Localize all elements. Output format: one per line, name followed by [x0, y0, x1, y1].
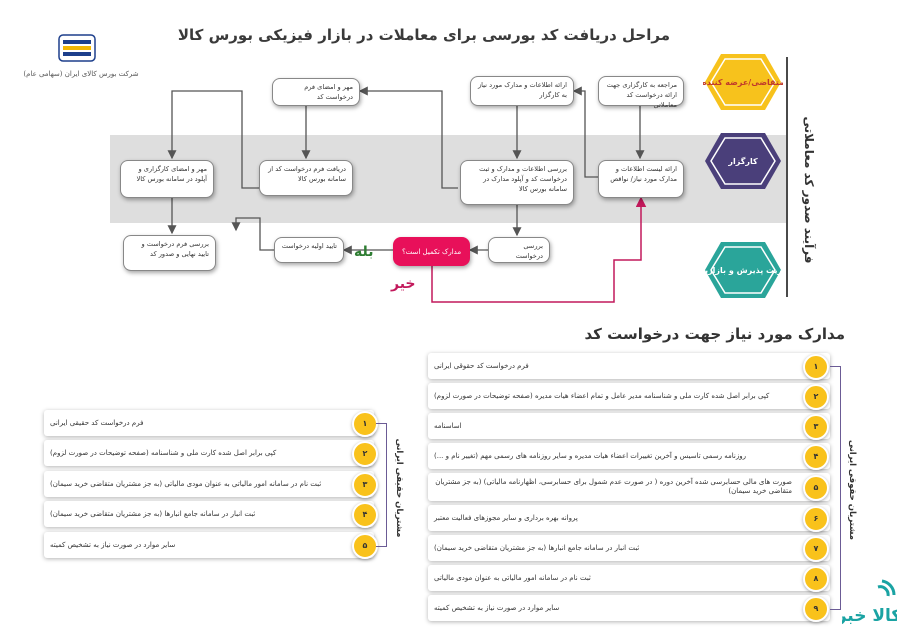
- legal-doc-number: ۱: [803, 354, 829, 380]
- real-doc-item: ثبت نام در سامانه امور مالیاتی به عنوان …: [44, 471, 374, 497]
- ime-logo: [58, 34, 96, 62]
- actor-broker-label: کارگزار: [727, 156, 758, 166]
- step-list-shortcomings: ارائه لیست اطلاعات و مدارک مورد نیاز/ نو…: [598, 160, 684, 198]
- real-bracket: [376, 423, 387, 547]
- real-doc-text: فرم درخواست کد حقیقی ایرانی: [50, 418, 144, 427]
- legal-group-text: مشتریان حقوقی ایرانی: [847, 440, 857, 540]
- arrow-n4-n2: [572, 86, 598, 178]
- legal-doc-number: ۴: [803, 444, 829, 470]
- yes-label: بله: [354, 244, 374, 260]
- legal-doc-text: ثبت نام در سامانه امور مالیاتی به عنوان …: [434, 573, 591, 582]
- process-side-label: فرآیند صدور کد معاملاتی: [775, 90, 835, 290]
- legal-doc-number: ۳: [803, 414, 829, 440]
- actor-admission-label: مدیریت پذیرش و بازاریابی: [703, 266, 783, 276]
- step-initial-approval: تایید اولیه درخواست: [274, 237, 344, 263]
- step-broker-stamp: مهر و امضای کارگزاری و آپلود در سامانه ب…: [120, 160, 214, 198]
- real-doc-number: ۵: [352, 533, 378, 559]
- arrow-n6-n7: [167, 90, 259, 189]
- legal-doc-text: سایر موارد در صورت نیاز به تشخیص کمیته: [434, 603, 560, 612]
- kala-khabar-watermark: کالا خبر: [836, 575, 900, 633]
- step-receive-form: دریافت فرم درخواست کد از سامانه بورس کال…: [259, 160, 353, 196]
- actor-admission-hex: مدیریت پذیرش و بازاریابی: [691, 240, 795, 300]
- process-side-text: فرآیند صدور کد معاملاتی: [801, 116, 817, 263]
- legal-doc-text: روزنامه رسمی تاسیس و آخرین تغییرات اعضاء…: [434, 451, 746, 460]
- real-doc-item: سایر موارد در صورت نیاز به تشخیص کمیته: [44, 532, 374, 558]
- real-doc-number: ۱: [352, 411, 378, 437]
- legal-doc-item: فرم درخواست کد حقوقی ایرانی: [428, 353, 830, 379]
- legal-group-label: مشتریان حقوقی ایرانی: [838, 430, 862, 550]
- decision-docs-complete: مدارک تکمیل است؟: [393, 237, 470, 266]
- page-title: مراحل دریافت کد بورسی برای معاملات در با…: [177, 26, 670, 44]
- arrow-no-loop: [431, 196, 647, 303]
- legal-bracket: [830, 366, 841, 610]
- legal-doc-item: پروانه بهره برداری و سایر مجوزهای فعالیت…: [428, 505, 830, 531]
- legal-doc-text: فرم درخواست کد حقوقی ایرانی: [434, 361, 529, 370]
- no-label: خیر: [391, 276, 416, 292]
- real-doc-item: ثبت انبار در سامانه جامع انبارها (به جز …: [44, 501, 374, 527]
- legal-doc-number: ۸: [803, 566, 829, 592]
- step-visit-broker: مراجعه به کارگزاری جهت ارائه درخواست کد …: [598, 76, 684, 109]
- real-doc-number: ۲: [352, 441, 378, 467]
- real-doc-text: ثبت نام در سامانه امور مالیاتی به عنوان …: [50, 479, 322, 488]
- step-provide-docs: ارائه اطلاعات و مدارک مورد نیاز به کارگز…: [470, 76, 574, 106]
- real-doc-text: سایر موارد در صورت نیاز به تشخیص کمیته: [50, 540, 176, 549]
- real-doc-item: کپی برابر اصل شده کارت ملی و شناسنامه (ص…: [44, 440, 374, 466]
- real-doc-number: ۳: [352, 472, 378, 498]
- legal-doc-text: صورت های مالی حسابرسی شده آخرین دوره ( د…: [435, 478, 792, 495]
- legal-doc-item: سایر موارد در صورت نیاز به تشخیص کمیته: [428, 595, 830, 621]
- legal-doc-number: ۲: [803, 384, 829, 410]
- logo-caption: شرکت بورس کالای ایران (سهامی عام): [23, 70, 139, 78]
- legal-doc-number: ۷: [803, 536, 829, 562]
- step-sign-form: مهر و امضای فرم درخواست کد: [272, 78, 360, 106]
- legal-doc-item: اساسنامه: [428, 413, 830, 439]
- real-doc-item: فرم درخواست کد حقیقی ایرانی: [44, 410, 374, 436]
- real-doc-text: ثبت انبار در سامانه جامع انبارها (به جز …: [50, 509, 256, 518]
- step-final-approval: بررسی فرم درخواست و تایید نهایی و صدور ک…: [123, 235, 216, 271]
- actor-applicant-hex: متقاضی/عرضه کننده: [702, 52, 784, 112]
- actor-broker-hex: کارگزار: [703, 131, 783, 191]
- real-doc-number: ۴: [352, 502, 378, 528]
- step-review-upload: بررسی اطلاعات و مدارک و ثبت درخواست کد و…: [460, 160, 574, 205]
- legal-doc-item: روزنامه رسمی تاسیس و آخرین تغییرات اعضاء…: [428, 443, 830, 469]
- real-group-text: مشتریان حقیقی ایرانی: [394, 439, 404, 538]
- real-doc-text: کپی برابر اصل شده کارت ملی و شناسنامه (ص…: [50, 448, 277, 457]
- real-group-label: مشتریان حقیقی ایرانی: [385, 438, 409, 538]
- legal-doc-item: کپی برابر اصل شده کارت ملی و شناسنامه مد…: [428, 383, 830, 409]
- docs-title: مدارک مورد نیاز جهت درخواست کد: [584, 325, 845, 343]
- legal-doc-number: ۵: [803, 475, 829, 501]
- legal-doc-text: پروانه بهره برداری و سایر مجوزهای فعالیت…: [434, 513, 578, 522]
- legal-doc-item: صورت های مالی حسابرسی شده آخرین دوره ( د…: [428, 473, 830, 501]
- legal-doc-number: ۶: [803, 506, 829, 532]
- arrow-n10-n11: [231, 217, 274, 251]
- legal-doc-text: اساسنامه: [434, 421, 462, 430]
- watermark-text: کالا خبر: [842, 606, 897, 626]
- legal-doc-item: ثبت نام در سامانه امور مالیاتی به عنوان …: [428, 565, 830, 591]
- arrow-n5-n3: [358, 86, 458, 189]
- legal-doc-text: کپی برابر اصل شده کارت ملی و شناسنامه مد…: [434, 391, 770, 400]
- legal-doc-item: ثبت انبار در سامانه جامع انبارها (به جز …: [428, 535, 830, 561]
- legal-doc-text: ثبت انبار در سامانه جامع انبارها (به جز …: [434, 543, 640, 552]
- lane-divider: [786, 57, 788, 297]
- actor-applicant-label: متقاضی/عرضه کننده: [703, 78, 783, 87]
- legal-doc-number: ۹: [803, 596, 829, 622]
- step-review-request: بررسی درخواست: [488, 237, 550, 263]
